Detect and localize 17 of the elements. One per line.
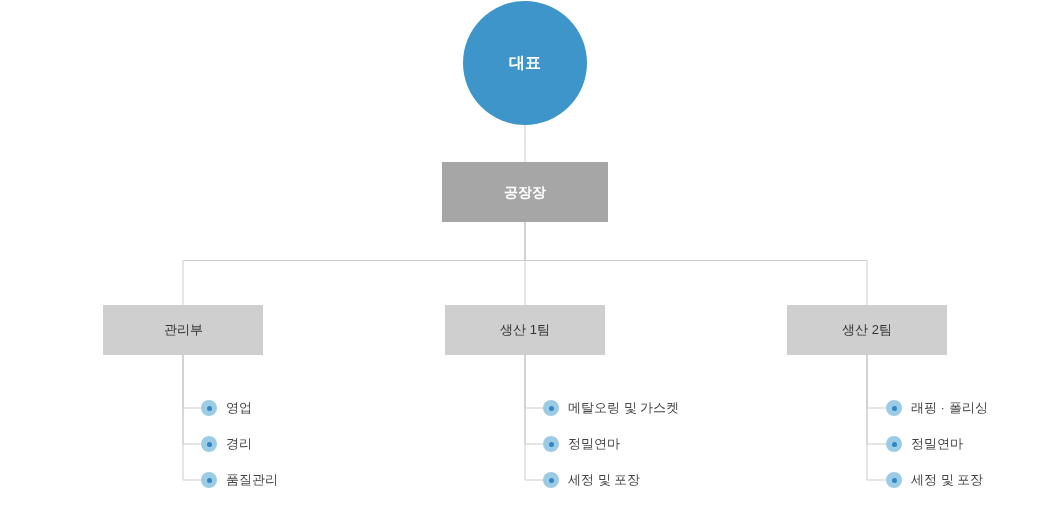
connector-line: [866, 354, 887, 481]
department-box: 관리부: [103, 305, 263, 355]
connector-line: [182, 354, 202, 481]
item-label: 세정 및 포장: [568, 471, 641, 490]
department-box: 생산 1팀: [445, 305, 605, 355]
item-label: 세정 및 포장: [911, 471, 984, 490]
item-label: 영업: [226, 399, 252, 418]
manager-box: 공장장: [442, 162, 608, 222]
item-label: 메탈오링 및 가스켓: [568, 399, 680, 418]
item-label: 경리: [226, 435, 252, 454]
item-label: 래핑 · 폴리싱: [911, 399, 988, 418]
item-label: 정밀연마: [568, 435, 620, 454]
connector-line: [524, 221, 868, 306]
connector-line: [524, 354, 544, 481]
item-label: 정밀연마: [911, 435, 963, 454]
department-box: 생산 2팀: [787, 305, 947, 355]
item-label: 품질관리: [226, 471, 278, 490]
